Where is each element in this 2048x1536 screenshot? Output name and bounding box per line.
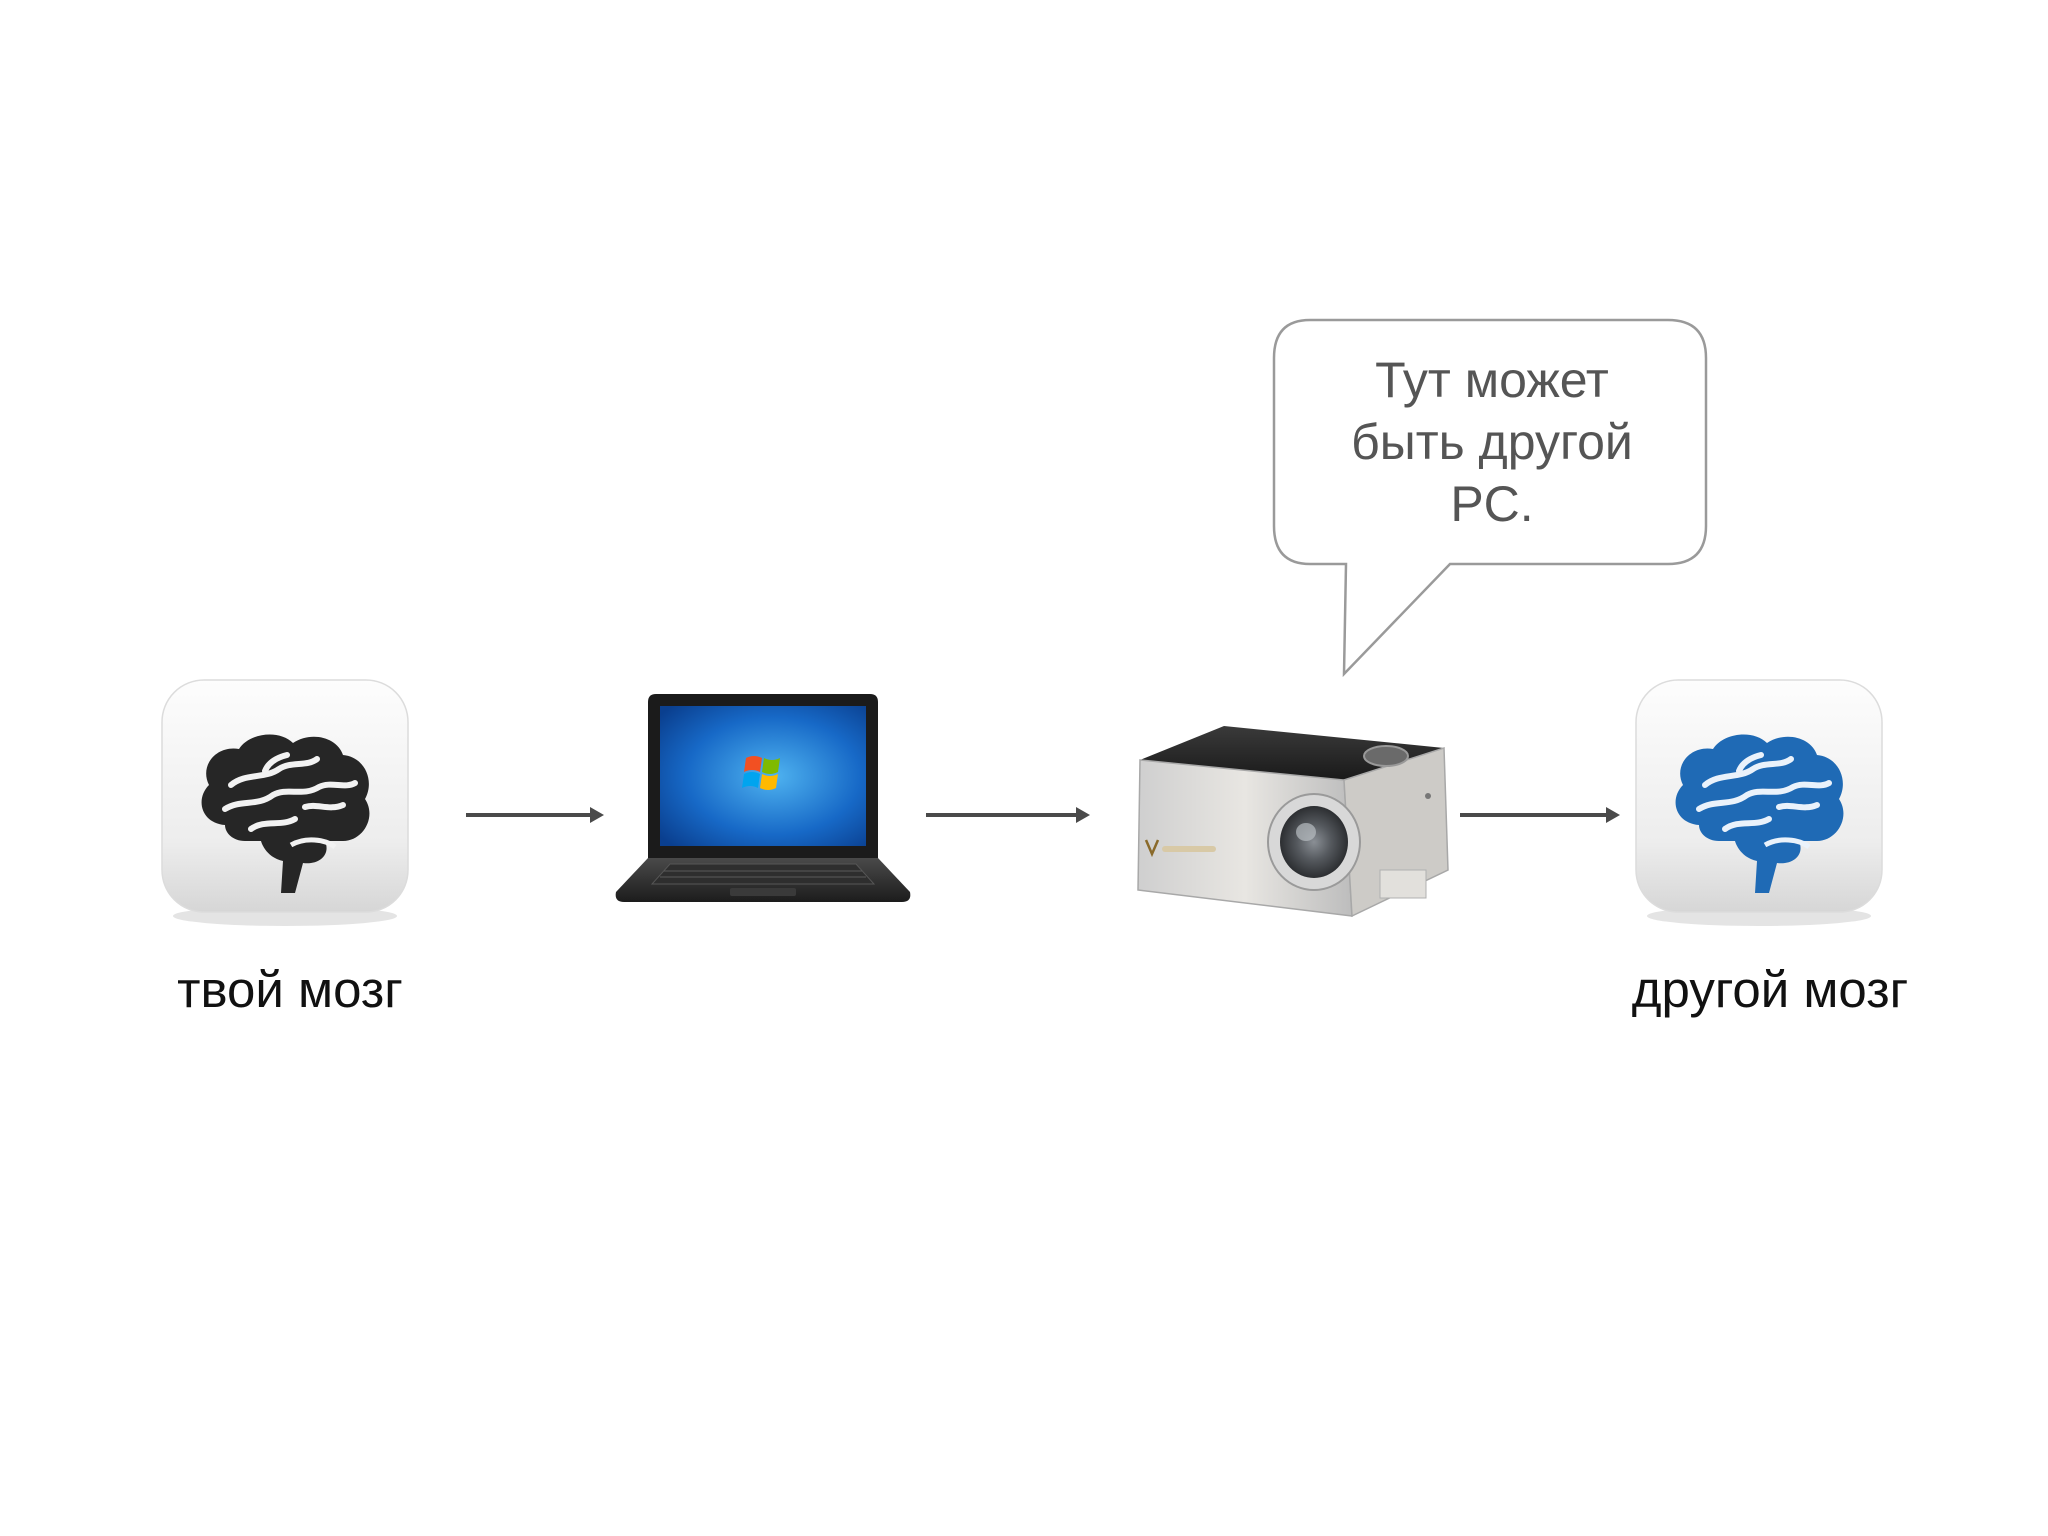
brain-icon	[1635, 679, 1883, 926]
laptop-icon	[615, 694, 911, 902]
arrow-laptop-to-projector	[926, 807, 1090, 823]
arrow-brain-to-laptop	[466, 807, 604, 823]
brain-icon	[161, 679, 409, 926]
callout-line-1: Тут может	[1375, 352, 1609, 408]
laptop-node	[612, 690, 914, 910]
speech-bubble	[1272, 318, 1708, 678]
target-brain-label: другой мозг	[1631, 961, 1909, 1018]
target-brain-shape	[1675, 734, 1844, 893]
projector-icon	[1137, 726, 1449, 918]
source-brain-label: твой мозг	[177, 961, 403, 1018]
source-brain-node	[160, 678, 410, 928]
callout-line-2: быть другой	[1351, 414, 1633, 470]
target-brain-node	[1634, 678, 1884, 928]
callout-text: Тут может быть другой PC.	[1282, 349, 1702, 535]
source-brain-shape	[201, 734, 370, 893]
arrow-projector-to-brain	[1460, 807, 1620, 823]
callout-line-3: PC.	[1450, 476, 1534, 532]
projector-node	[1124, 720, 1460, 930]
